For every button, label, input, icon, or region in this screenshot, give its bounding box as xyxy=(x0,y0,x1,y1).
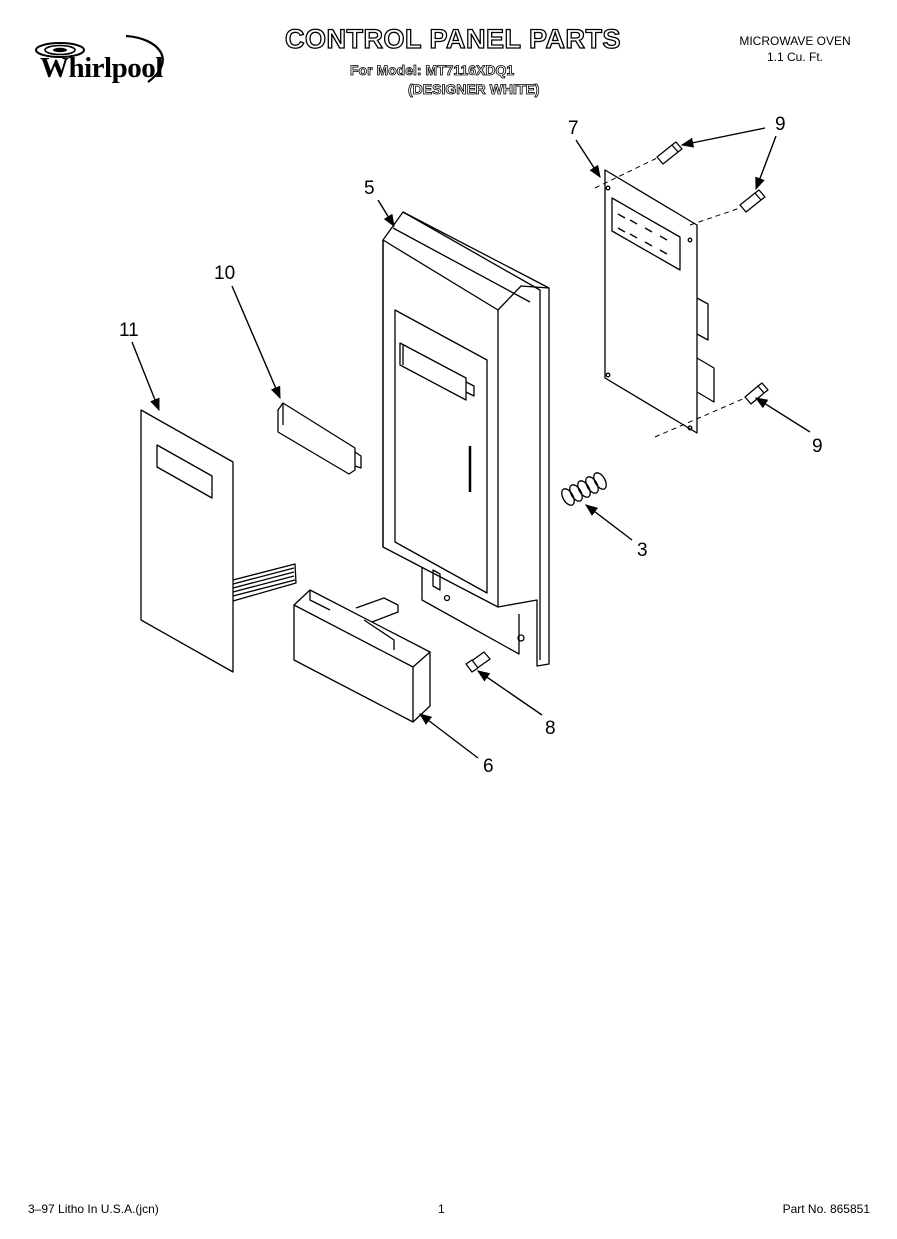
leader-6 xyxy=(418,713,479,759)
part-9-screw-lower xyxy=(744,382,769,405)
part-8-screw xyxy=(465,651,491,673)
callout-3: 3 xyxy=(637,540,648,561)
part-6-door-release-button xyxy=(293,589,431,723)
callout-5: 5 xyxy=(364,178,375,199)
part-9-screw-top-right xyxy=(739,189,766,213)
product-size: 1.1 Cu. Ft. xyxy=(766,50,824,64)
leader-7 xyxy=(575,139,601,179)
footer-part-number: Part No. 865851 xyxy=(782,1202,870,1216)
model-variant: (DESIGNER WHITE) xyxy=(408,81,540,98)
leader-8 xyxy=(476,670,543,716)
callout-11: 11 xyxy=(119,320,139,341)
part-3-spring xyxy=(561,472,607,506)
whirlpool-logo xyxy=(35,34,164,83)
leader-11 xyxy=(131,341,160,412)
leader-3 xyxy=(584,504,633,541)
part-7-control-board xyxy=(604,169,715,434)
footer-print-info: 3–97 Litho In U.S.A.(jcn) xyxy=(28,1202,159,1216)
callout-8: 8 xyxy=(545,718,556,739)
callout-7: 7 xyxy=(568,118,579,139)
callout-10: 10 xyxy=(214,263,235,284)
page-title: CONTROL PANEL PARTS xyxy=(284,23,622,54)
callout-9-top: 9 xyxy=(775,114,786,135)
footer-page-number: 1 xyxy=(438,1202,445,1216)
model-number: For Model: MT7116XDQ1 xyxy=(350,62,515,79)
callout-9-bottom: 9 xyxy=(812,436,823,457)
leader-10 xyxy=(231,285,281,400)
part-10-window-lens xyxy=(277,402,362,475)
logo-wordmark: Whirlpool xyxy=(40,52,163,84)
leader-9b xyxy=(755,135,777,191)
part-9-screw-top-left xyxy=(656,141,683,165)
part-11-touchpad-overlay xyxy=(140,409,297,673)
leader-9c xyxy=(754,397,811,433)
leader-5 xyxy=(377,199,395,228)
exploded-parts-diagram: 3 5 6 7 8 9 9 10 11 xyxy=(119,114,823,777)
product-name: MICROWAVE OVEN xyxy=(739,34,851,48)
part-5-control-panel-frame xyxy=(382,211,550,667)
leader-9a xyxy=(680,127,766,148)
callout-6: 6 xyxy=(483,756,494,777)
